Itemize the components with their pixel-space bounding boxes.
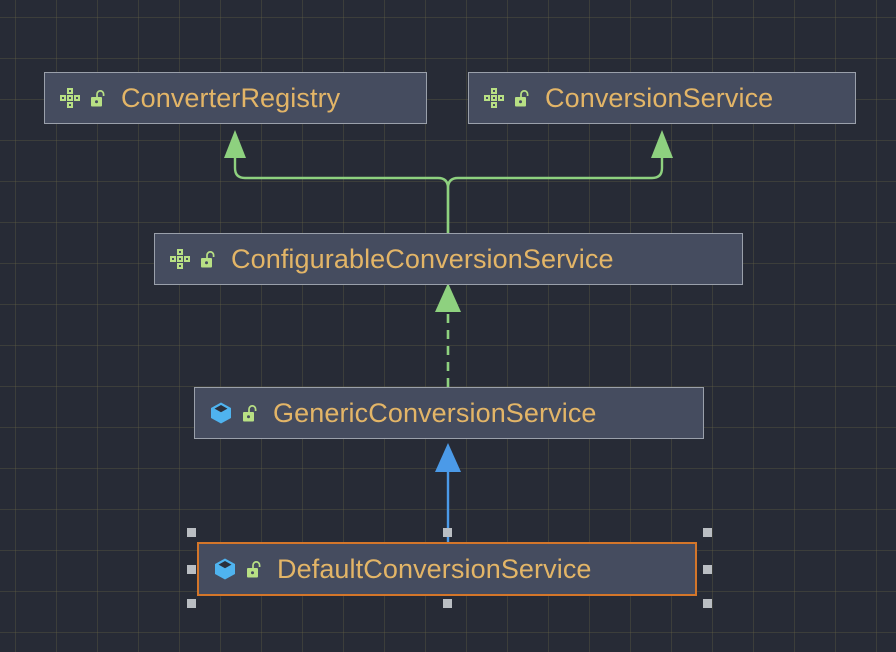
node-label: GenericConversionService — [273, 397, 597, 428]
class-icon — [213, 557, 237, 581]
node-label: ConfigurableConversionService — [231, 243, 614, 274]
unlocked-padlock-icon — [200, 250, 217, 269]
handle-middle-left[interactable] — [187, 565, 196, 574]
arrowhead-triangle — [651, 130, 673, 158]
handle-top-left[interactable] — [187, 528, 196, 537]
node-generic-conversion-service[interactable]: GenericConversionService — [194, 387, 704, 439]
arrowhead-triangle — [224, 130, 246, 158]
interface-icon — [169, 248, 191, 270]
node-label: ConverterRegistry — [121, 82, 341, 113]
interface-icon — [59, 87, 81, 109]
unlocked-padlock-icon — [246, 560, 263, 579]
edge-generic-to-configurable[interactable] — [435, 283, 461, 387]
unlocked-padlock-icon — [242, 404, 259, 423]
node-label: ConversionService — [545, 82, 774, 113]
unlocked-padlock-icon — [514, 89, 531, 108]
interface-icon — [483, 87, 505, 109]
unlocked-padlock-icon — [90, 89, 107, 108]
node-conversion-service[interactable]: ConversionService — [468, 72, 856, 124]
handle-top-right[interactable] — [703, 528, 712, 537]
class-icon — [209, 401, 233, 425]
handle-bottom-center[interactable] — [443, 599, 452, 608]
handle-top-center[interactable] — [443, 528, 452, 537]
node-converter-registry[interactable]: ConverterRegistry — [44, 72, 427, 124]
edge-configurable-to-registry[interactable] — [224, 130, 450, 235]
arrowhead-triangle — [435, 443, 461, 472]
arrowhead-triangle — [435, 283, 461, 312]
handle-bottom-right[interactable] — [703, 599, 712, 608]
node-label: DefaultConversionService — [277, 553, 592, 584]
node-default-conversion-service[interactable]: DefaultConversionService — [197, 542, 697, 596]
node-configurable-conversion-service[interactable]: ConfigurableConversionService — [154, 233, 743, 285]
handle-bottom-left[interactable] — [187, 599, 196, 608]
edge-configurable-to-conversionservice[interactable] — [446, 130, 673, 235]
handle-middle-right[interactable] — [703, 565, 712, 574]
